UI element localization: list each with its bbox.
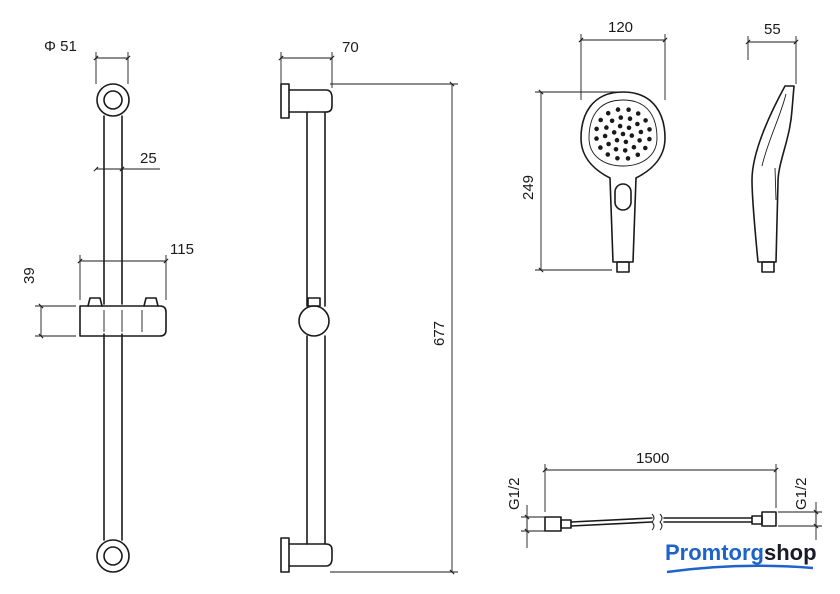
nozzle-dot bbox=[623, 139, 629, 145]
nozzle-dot bbox=[626, 125, 632, 131]
promtorgshop-logo[interactable]: Promtorgshop bbox=[665, 540, 817, 580]
label-head-length: 249 bbox=[520, 175, 537, 200]
nozzle-dot bbox=[620, 131, 626, 137]
nozzle-dot bbox=[635, 152, 641, 158]
slide-bar-side-view bbox=[280, 83, 333, 573]
nozzle-dot bbox=[635, 121, 640, 127]
shower-holder-side bbox=[298, 297, 330, 337]
nozzle-dot bbox=[625, 156, 631, 161]
nozzle-dot bbox=[643, 145, 648, 151]
dimension-head-width: 120 bbox=[578, 19, 668, 100]
dimension-head-thickness: 55 bbox=[745, 21, 799, 84]
logo-text-promtorg: Promtorg bbox=[665, 540, 764, 565]
nozzle-dot bbox=[615, 107, 621, 112]
label-hose-thread-left: G1/2 bbox=[506, 477, 523, 510]
nozzle-dot bbox=[606, 141, 611, 147]
nozzle-dot bbox=[609, 118, 615, 124]
nozzle-dot bbox=[622, 148, 628, 153]
nozzle-dot bbox=[613, 147, 619, 152]
dimension-bar-length: 677 bbox=[330, 81, 458, 575]
nozzle-dot bbox=[627, 116, 633, 121]
nozzle-dot bbox=[618, 115, 624, 120]
dimension-side-offset: 70 bbox=[278, 39, 359, 88]
nozzle-dot bbox=[611, 130, 617, 135]
label-head-width: 120 bbox=[608, 19, 633, 36]
dimension-hose-length: 1500 bbox=[542, 450, 779, 512]
nozzle-dot bbox=[594, 136, 599, 141]
nozzle-dot bbox=[631, 144, 637, 150]
nozzle-dot bbox=[594, 126, 599, 132]
nozzle-dot bbox=[602, 133, 608, 139]
label-bar-length: 677 bbox=[431, 321, 448, 346]
nozzle-dot bbox=[638, 129, 644, 135]
nozzle-dot bbox=[605, 110, 611, 116]
hand-shower-front-view bbox=[580, 91, 666, 273]
spray-nozzles bbox=[594, 107, 652, 161]
dimension-hose-thread-right: G1/2 bbox=[778, 477, 822, 540]
nozzle-dot bbox=[643, 118, 648, 123]
logo-swoosh bbox=[666, 564, 814, 574]
nozzle-dot bbox=[647, 136, 652, 142]
label-hose-length: 1500 bbox=[636, 450, 669, 467]
nozzle-dot bbox=[635, 111, 641, 116]
nozzle-dot bbox=[598, 145, 603, 150]
label-holder-height: 39 bbox=[21, 267, 38, 284]
dimension-bar-width: 25 bbox=[93, 150, 160, 172]
label-hose-thread-right: G1/2 bbox=[793, 477, 810, 510]
hand-shower-side-view bbox=[751, 85, 795, 273]
dimension-holder-height: 39 bbox=[21, 267, 76, 339]
nozzle-dot bbox=[598, 117, 603, 123]
label-head-thickness: 55 bbox=[764, 21, 781, 38]
nozzle-dot bbox=[647, 127, 652, 132]
nozzle-dot bbox=[617, 123, 623, 129]
shower-holder-front bbox=[79, 297, 167, 337]
label-side-offset: 70 bbox=[342, 39, 359, 56]
logo-text-shop: shop bbox=[764, 540, 817, 565]
dimension-head-length: 249 bbox=[520, 89, 622, 273]
nozzle-dot bbox=[605, 152, 611, 157]
nozzle-dot bbox=[615, 156, 620, 161]
dimension-holder-depth: 115 bbox=[77, 241, 194, 300]
nozzle-dot bbox=[626, 107, 631, 112]
nozzle-dot bbox=[637, 138, 642, 143]
nozzle-dot bbox=[614, 137, 620, 143]
nozzle-dot bbox=[604, 125, 609, 130]
slide-bar-front-view bbox=[79, 83, 167, 573]
shower-hose bbox=[544, 511, 777, 532]
dimension-bar-diameter: Φ 51 bbox=[44, 38, 131, 84]
nozzle-dot bbox=[629, 133, 635, 138]
dimension-hose-thread-left: G1/2 bbox=[506, 477, 545, 548]
label-holder-depth: 115 bbox=[170, 241, 194, 258]
label-bar-width: 25 bbox=[140, 150, 157, 167]
label-bar-diameter: Φ 51 bbox=[44, 38, 77, 55]
